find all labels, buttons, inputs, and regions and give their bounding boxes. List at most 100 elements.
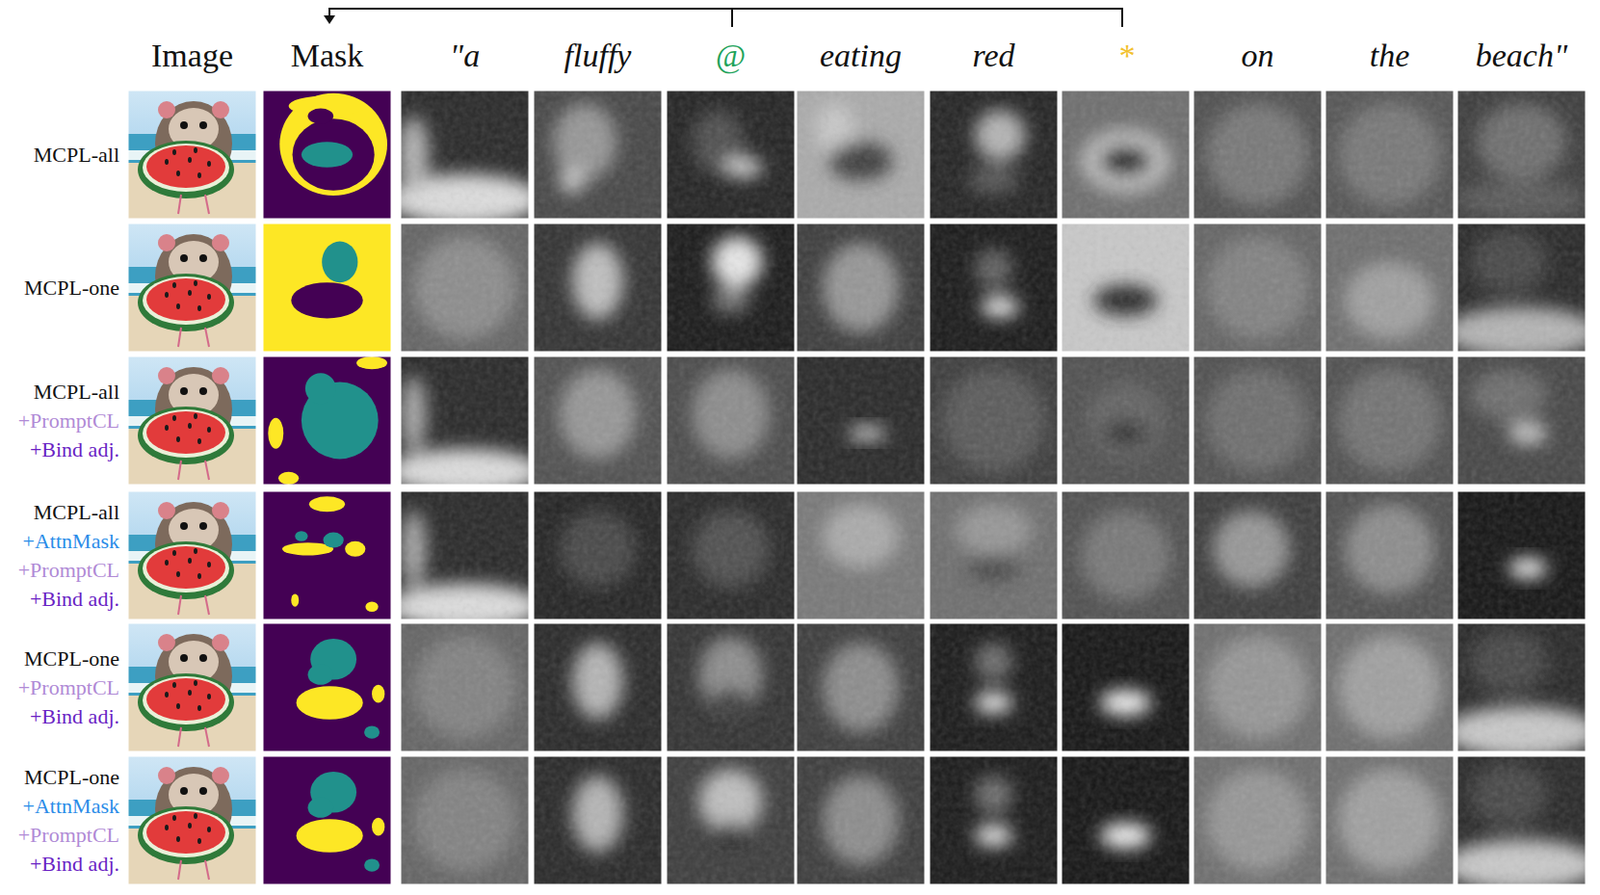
map-ground — [666, 90, 795, 219]
leg — [178, 194, 182, 214]
map-noise — [796, 756, 925, 885]
ear — [211, 501, 230, 520]
cell-border — [1457, 356, 1586, 485]
sky — [128, 623, 257, 752]
eye — [180, 522, 188, 530]
seed — [187, 689, 192, 696]
melon-white — [142, 676, 230, 725]
map-noise — [1325, 491, 1454, 620]
cell-border — [533, 90, 662, 219]
attention-map — [1457, 491, 1586, 620]
cell-border — [666, 223, 795, 352]
cell-border — [929, 491, 1058, 620]
mask-region — [292, 118, 375, 190]
source-image — [128, 491, 257, 620]
cell-border — [929, 90, 1058, 219]
mask-region — [294, 530, 308, 542]
map-noise — [400, 356, 529, 485]
source-image — [128, 90, 257, 219]
method-variant: +Bind adj. — [0, 702, 120, 732]
mask-ground — [262, 356, 392, 485]
map-noise — [929, 756, 1058, 885]
method-variant: +AttnMask — [0, 791, 120, 821]
map-ground — [1325, 756, 1454, 885]
seed — [193, 280, 198, 287]
mask-region — [323, 532, 344, 549]
seed — [193, 147, 198, 154]
map-ground — [1457, 491, 1586, 620]
map-ground — [1325, 356, 1454, 485]
mask-region — [371, 817, 385, 837]
eye — [199, 121, 208, 130]
map-noise — [1193, 223, 1322, 352]
map-ground — [796, 90, 925, 219]
row-label: MCPL-all+AttnMask+PromptCL+Bind adj. — [0, 498, 120, 614]
cell-border — [128, 90, 257, 219]
map-ground — [1193, 491, 1322, 620]
method-name: MCPL-all — [0, 498, 120, 527]
seed — [164, 559, 169, 566]
eye — [199, 254, 208, 263]
map-noise — [929, 90, 1058, 219]
seed — [164, 691, 169, 698]
map-noise — [796, 491, 925, 620]
attention-map — [1457, 223, 1586, 352]
mask-ground — [262, 623, 392, 752]
cell-border — [1193, 756, 1322, 885]
segmentation-mask — [262, 623, 392, 752]
attention-map — [666, 491, 795, 620]
map-ground — [400, 623, 529, 752]
mask-region — [290, 282, 363, 318]
cell-border — [1457, 491, 1586, 620]
seed — [164, 424, 169, 431]
map-noise — [1193, 491, 1322, 620]
mask-region — [365, 601, 378, 612]
method-name: MCPL-one — [0, 644, 120, 674]
attention-map — [400, 223, 529, 352]
cell-border — [1061, 223, 1190, 352]
map-noise — [796, 90, 925, 219]
attention-map — [929, 756, 1058, 885]
attention-map — [1061, 491, 1190, 620]
attention-map — [1325, 223, 1454, 352]
map-noise — [796, 223, 925, 352]
attention-map — [1193, 223, 1322, 352]
seed — [172, 415, 177, 421]
attention-map — [1061, 223, 1190, 352]
attention-map — [1325, 623, 1454, 752]
seed — [176, 170, 181, 177]
mask-region — [308, 797, 335, 818]
method-variant: +Bind adj. — [0, 849, 120, 879]
map-noise — [533, 491, 662, 620]
prompt-token: eating — [819, 36, 902, 76]
cell-border — [128, 491, 257, 620]
melon-flesh — [146, 678, 226, 721]
eye — [180, 786, 188, 795]
seed — [197, 705, 202, 711]
leg — [205, 860, 210, 880]
melon-white — [142, 143, 230, 192]
map-noise — [533, 623, 662, 752]
seed — [197, 838, 202, 844]
seed — [207, 826, 211, 833]
map-ground — [400, 356, 529, 485]
map-ground — [1457, 356, 1586, 485]
leg — [205, 460, 210, 480]
map-noise — [400, 623, 529, 752]
map-ground — [1061, 491, 1190, 620]
attention-map — [1193, 756, 1322, 885]
map-noise — [929, 623, 1058, 752]
mask-region — [296, 685, 364, 720]
cell-border — [533, 491, 662, 620]
seed — [193, 548, 198, 554]
mask-region — [344, 541, 366, 557]
cell-border — [1061, 90, 1190, 219]
melon-rind — [137, 541, 235, 600]
mask-region — [278, 472, 299, 485]
cell-border — [533, 756, 662, 885]
ear — [157, 766, 176, 785]
ear — [157, 234, 176, 252]
mask-region — [301, 141, 353, 168]
map-ground — [1061, 90, 1190, 219]
cell-border — [666, 491, 795, 620]
